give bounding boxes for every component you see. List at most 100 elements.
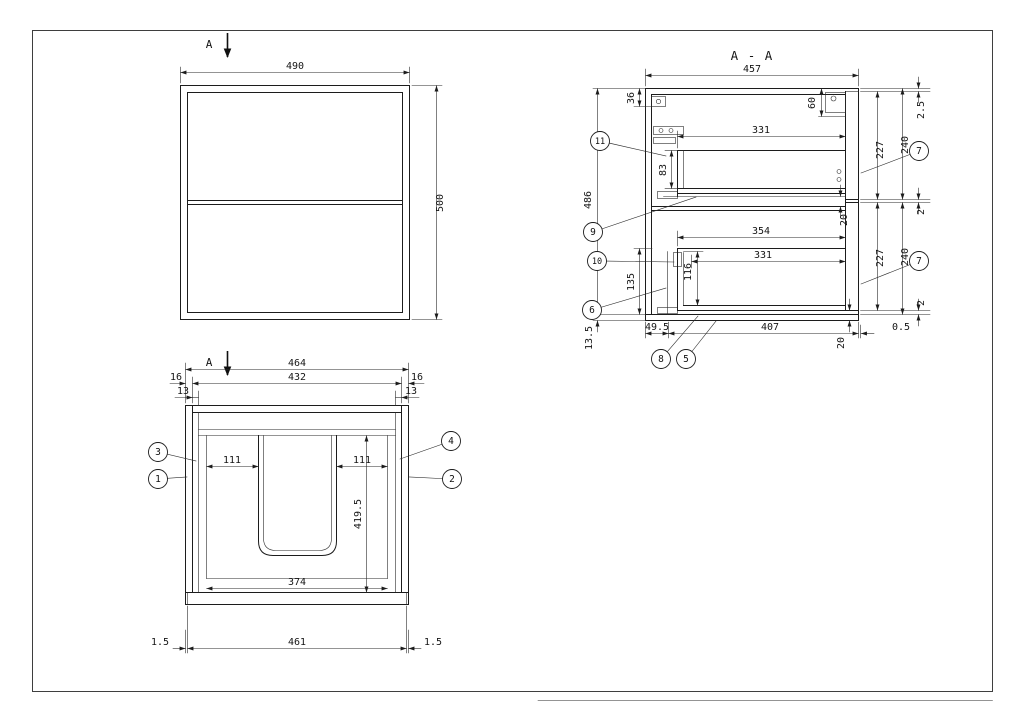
callout-6: 6 [582,287,667,320]
section-view-outline [645,88,859,321]
callout-leader-line [606,260,675,263]
callout-leader-line [691,320,717,352]
callout-number: 6 [589,305,595,316]
dimension-label: 83 [658,164,669,176]
section-view: A - A [592,48,931,339]
callout-5: 5 [676,320,717,369]
section-cut-mark-bottom [223,351,232,376]
callout-number: 7 [916,146,922,157]
dimension-label: 419.5 [353,499,364,529]
section-top-drawer [663,150,846,197]
section-mark-label: A [206,38,213,51]
dimension-label: 227 [875,141,886,159]
dimension-label: 461 [288,637,306,648]
front-view [180,33,443,376]
dimension-label: 1.5 [151,637,169,648]
callout-leader-line [399,443,443,460]
dimension-label: 354 [752,226,770,237]
callout-balloon [587,251,607,271]
dimension-label: 16 [170,372,182,383]
part-callouts: 1 2 3 4 5 6 7 7 8 9 10 11 [148,131,929,489]
callout-balloon [909,251,929,271]
callout-balloon [909,141,929,161]
callout-7: 7 [860,251,929,285]
callout-balloon [676,349,696,369]
dimension-label: 20 [836,337,847,349]
dimension-label: 407 [761,322,779,333]
dimension-label: 464 [288,358,306,369]
dimension-label: 457 [743,64,761,75]
front-view-dimensions [180,66,443,320]
callout-number: 3 [155,447,161,458]
callout-1: 1 [148,469,188,489]
callout-number: 4 [448,436,454,447]
callout-leader-line [167,476,188,479]
callout-3: 3 [148,442,197,462]
callout-balloon [582,300,602,320]
callout-number: 7 [916,256,922,267]
dimension-label: 486 [583,191,594,209]
callout-8: 8 [651,315,699,369]
dimension-label: 13.5 [584,326,595,350]
dimension-label: 331 [754,250,772,261]
sheet-border [32,30,993,701]
callout-4: 4 [399,431,461,460]
callout-leader-line [600,287,667,308]
dimension-label: 111 [223,455,241,466]
dimension-label: 500 [435,194,446,212]
callout-11: 11 [590,131,667,157]
callout-number: 5 [683,354,689,365]
callout-balloon [441,431,461,451]
dimension-label: 60 [807,97,818,109]
callout-leader-line [408,476,443,479]
callout-number: 8 [658,354,664,365]
dimension-label: 1.5 [424,637,442,648]
section-mark-label: A [206,356,213,369]
dimension-label: 227 [875,249,886,267]
callout-10: 10 [587,251,675,271]
callout-9: 9 [583,196,697,242]
dimension-label: 2.5 [916,101,927,119]
dimension-label: 16 [411,372,423,383]
dimension-label: 111 [353,455,371,466]
callout-balloon [583,222,603,242]
dimension-label: 49.5 [645,322,669,333]
section-cut-mark-top [223,33,232,58]
dimension-label: 331 [752,125,770,136]
dimension-label: 13 [405,386,417,397]
front-view-outline [180,85,410,320]
callout-leader-line [860,154,911,174]
plan-view [169,362,425,654]
callout-balloon [148,469,168,489]
plan-view-dimensions [169,362,425,654]
callout-balloon [148,442,168,462]
section-view-title: A - A [731,48,774,63]
callout-leader-line [166,453,197,462]
callout-number: 1 [155,474,161,485]
callout-number: 11 [595,137,605,147]
dimension-label: 490 [286,61,304,72]
callout-2: 2 [408,469,462,489]
section-bottom-drawer [677,248,846,311]
callout-balloon [590,131,610,151]
callout-leader-line [860,264,911,285]
dimension-label: 0.5 [892,322,910,333]
callout-leader-line [666,315,699,353]
dimension-label: 116 [683,263,694,281]
callout-number: 2 [449,474,455,485]
dimension-label: 135 [626,273,637,291]
callout-balloon [442,469,462,489]
callout-number: 10 [592,257,602,267]
dimension-label: 36 [626,92,637,104]
callout-balloon [651,349,671,369]
callout-number: 9 [590,227,596,238]
dimension-label: 2 [916,209,927,215]
callout-7: 7 [860,141,929,174]
dimension-label: 374 [288,577,306,588]
dimension-label: 20 [839,214,850,226]
plan-view-outline [185,405,409,605]
callout-leader-line [601,196,697,230]
